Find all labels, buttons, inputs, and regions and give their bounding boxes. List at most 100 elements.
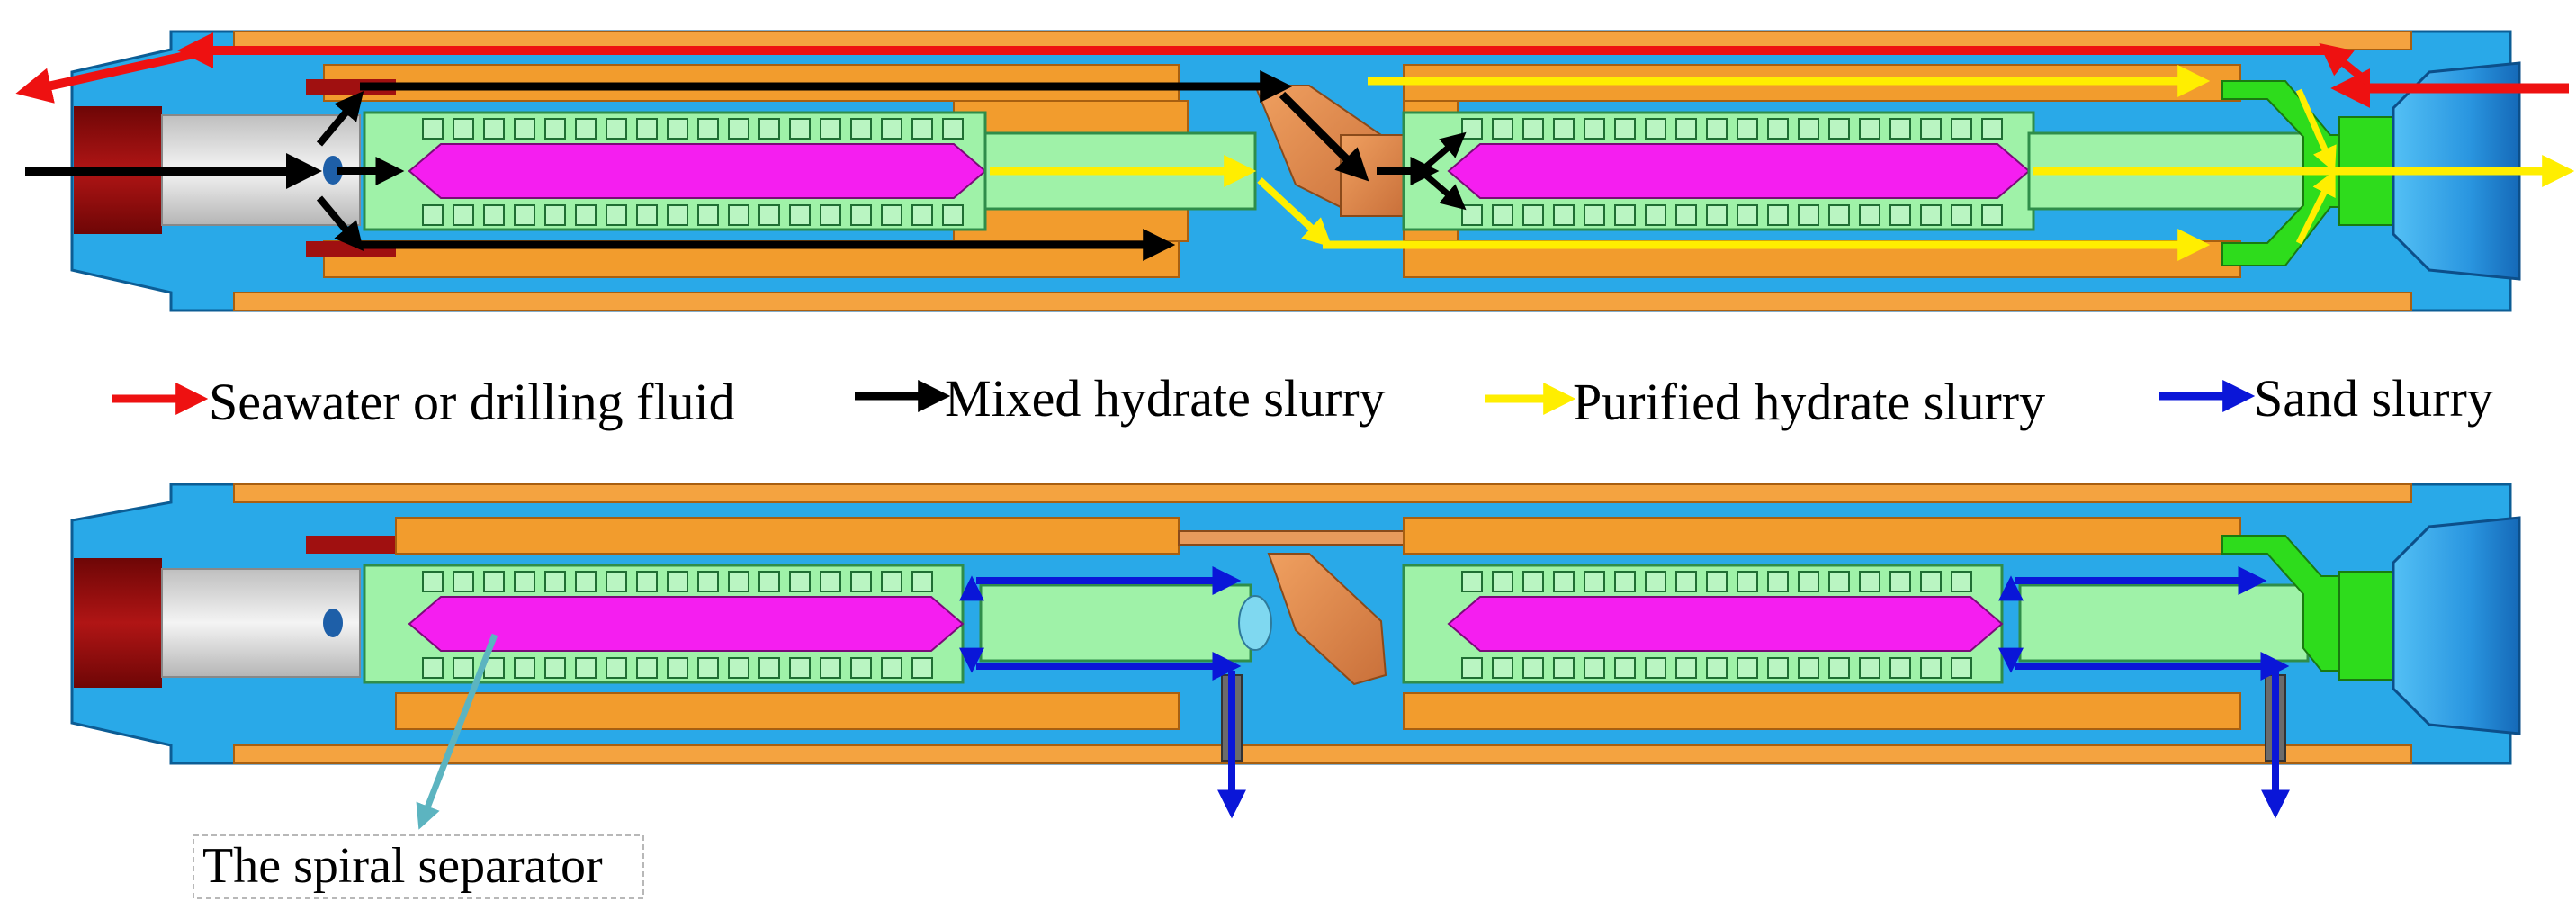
spiral-tooth bbox=[667, 204, 688, 226]
spiral-tooth bbox=[514, 657, 535, 679]
bottom-left-end-cap bbox=[74, 558, 162, 688]
spiral-tooth bbox=[1675, 204, 1697, 226]
spiral-tooth bbox=[1584, 571, 1605, 592]
spiral-tooth bbox=[1889, 571, 1911, 592]
spiral-tooth bbox=[453, 657, 474, 679]
spiral-tooth bbox=[1522, 204, 1544, 226]
bottom-stage1-tube-lower bbox=[395, 692, 1180, 730]
spiral-tooth bbox=[544, 571, 566, 592]
spiral-tooth bbox=[636, 571, 658, 592]
spiral-tooth bbox=[575, 204, 597, 226]
top-inlet-port bbox=[323, 156, 343, 185]
spiral-tooth bbox=[575, 657, 597, 679]
top-outer-shell-lower bbox=[233, 292, 2412, 311]
spiral-tooth bbox=[850, 571, 872, 592]
spiral-tooth bbox=[1675, 118, 1697, 140]
spiral-tooth bbox=[1706, 204, 1728, 226]
spiral-tooth bbox=[820, 204, 841, 226]
spiral-tooth bbox=[1981, 118, 2003, 140]
spiral-separator-callout: The spiral separator bbox=[193, 633, 644, 899]
spiral-tooth bbox=[820, 118, 841, 140]
spiral-tooth bbox=[514, 571, 535, 592]
spiral-tooth bbox=[1675, 571, 1697, 592]
spiral-tooth bbox=[789, 204, 811, 226]
spiral-tooth bbox=[789, 657, 811, 679]
spiral-tooth bbox=[1614, 657, 1636, 679]
spiral-tooth bbox=[1798, 204, 1819, 226]
bottom-separator-assembly bbox=[70, 483, 2521, 765]
spiral-tooth bbox=[911, 204, 933, 226]
spiral-tooth bbox=[1706, 571, 1728, 592]
spiral-tooth bbox=[636, 118, 658, 140]
spiral-tooth bbox=[1828, 204, 1850, 226]
spiral-tooth bbox=[697, 657, 719, 679]
spiral-tooth bbox=[606, 204, 627, 226]
bottom-outlet-stub bbox=[2338, 571, 2394, 681]
spiral-tooth bbox=[911, 657, 933, 679]
spiral-tooth bbox=[453, 571, 474, 592]
top-stage1-spiral-teeth bbox=[422, 118, 964, 226]
spiral-tooth bbox=[728, 657, 749, 679]
spiral-tooth bbox=[1737, 657, 1758, 679]
bottom-middle-bar bbox=[1178, 530, 1432, 546]
callout-label-box bbox=[193, 834, 644, 899]
legend: Seawater or drilling fluid Mixed hydrate… bbox=[112, 369, 2493, 431]
spiral-tooth bbox=[758, 571, 780, 592]
spiral-tooth bbox=[1920, 571, 1942, 592]
spiral-tooth bbox=[422, 118, 444, 140]
spiral-tooth bbox=[667, 118, 688, 140]
spiral-tooth bbox=[1828, 657, 1850, 679]
spiral-tooth bbox=[1889, 657, 1911, 679]
spiral-tooth bbox=[1645, 204, 1666, 226]
spiral-tooth bbox=[667, 657, 688, 679]
spiral-tooth bbox=[728, 118, 749, 140]
spiral-tooth bbox=[1614, 118, 1636, 140]
bottom-stage2-outlet-tube bbox=[2018, 583, 2310, 663]
spiral-tooth bbox=[820, 571, 841, 592]
bottom-stage1-outlet-tube bbox=[979, 583, 1252, 663]
spiral-tooth bbox=[606, 657, 627, 679]
legend-label-sand: Sand slurry bbox=[2254, 369, 2493, 428]
spiral-tooth bbox=[697, 571, 719, 592]
spiral-tooth bbox=[1492, 118, 1513, 140]
bottom-green-nozzle bbox=[2221, 535, 2349, 672]
spiral-tooth bbox=[1859, 571, 1880, 592]
flow-arrow-mixed bbox=[316, 90, 364, 147]
legend-label-purified: Purified hydrate slurry bbox=[1573, 373, 2045, 431]
spiral-tooth bbox=[1828, 118, 1850, 140]
bottom-inlet-port bbox=[323, 609, 343, 637]
legend-label-mixed: Mixed hydrate slurry bbox=[945, 369, 1386, 428]
spiral-tooth bbox=[1859, 657, 1880, 679]
spiral-tooth bbox=[911, 118, 933, 140]
spiral-tooth bbox=[544, 118, 566, 140]
bottom-middle-connector bbox=[1267, 553, 1387, 686]
spiral-tooth bbox=[1645, 571, 1666, 592]
spiral-tooth bbox=[697, 204, 719, 226]
bottom-right-end-cap bbox=[2392, 516, 2521, 735]
spiral-tooth bbox=[1767, 204, 1789, 226]
spiral-tooth bbox=[1798, 118, 1819, 140]
bottom-stage2-spiral-teeth bbox=[1461, 571, 1972, 679]
spiral-tooth bbox=[758, 118, 780, 140]
spiral-tooth bbox=[453, 204, 474, 226]
spiral-tooth bbox=[1828, 571, 1850, 592]
spiral-tooth bbox=[636, 657, 658, 679]
flow-arrow-purified bbox=[2295, 169, 2336, 245]
spiral-tooth bbox=[1522, 657, 1544, 679]
bottom-stage1-spiral-teeth bbox=[422, 571, 933, 679]
spiral-tooth bbox=[942, 118, 964, 140]
bottom-stage2-tube-lower bbox=[1403, 692, 2241, 730]
spiral-tooth bbox=[1584, 657, 1605, 679]
spiral-tooth bbox=[1492, 657, 1513, 679]
spiral-tooth bbox=[1920, 204, 1942, 226]
spiral-tooth bbox=[1859, 204, 1880, 226]
spiral-tooth bbox=[1492, 204, 1513, 226]
spiral-tooth bbox=[483, 571, 505, 592]
callout-arrow bbox=[416, 633, 498, 830]
spiral-tooth bbox=[1614, 204, 1636, 226]
top-stage2-spiral-teeth bbox=[1461, 118, 2003, 226]
bottom-stage2-spiral-core bbox=[1447, 596, 2004, 652]
bottom-flow-arrows bbox=[959, 566, 2290, 819]
flow-arrow-mixed bbox=[1423, 131, 1467, 169]
